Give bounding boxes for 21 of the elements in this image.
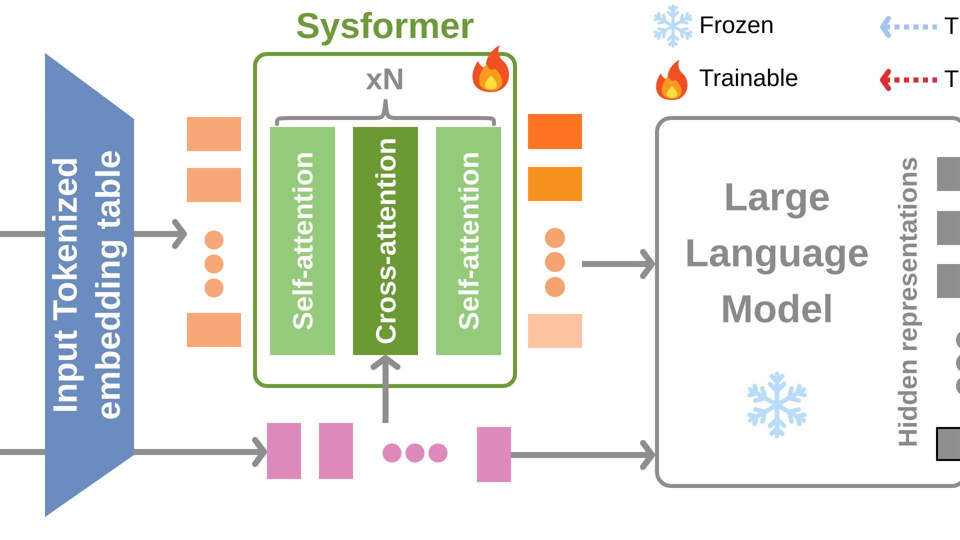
token-stack (267, 422, 511, 482)
node-label: Sysformer (297, 12, 474, 46)
attention-block: Self-attention (270, 127, 335, 355)
attention-block: Self-attention (436, 127, 501, 355)
arrow (370, 354, 400, 423)
connector-line (0, 231, 45, 237)
legend-label: Frozen (701, 16, 772, 34)
legend-label: T (944, 70, 958, 87)
arrow (582, 248, 655, 279)
vertical-label: Hidden representations (898, 158, 922, 446)
arrow (511, 440, 655, 470)
arrow (134, 436, 267, 467)
trapezoid-block: Input Tokenized embedding table (45, 53, 134, 517)
attention-block: Cross-attention (353, 127, 418, 355)
token-stack (528, 114, 582, 348)
legend-label: T (944, 17, 958, 34)
legend-label: Trainable (700, 68, 798, 86)
connector-line (0, 448, 45, 455)
repeat-label: xN (366, 68, 402, 90)
token-stack (187, 117, 241, 347)
arrow (134, 219, 188, 249)
